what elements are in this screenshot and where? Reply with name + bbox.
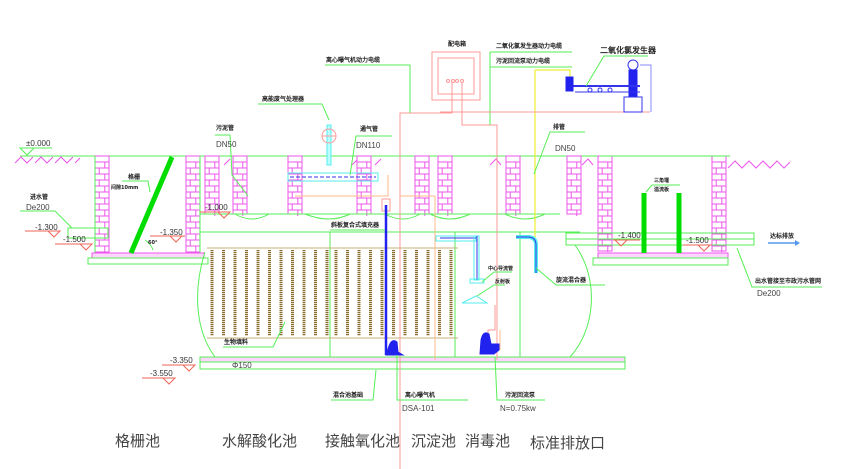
sludge-pump-label: 污泥回流泵 xyxy=(505,391,536,399)
aerator-label: 离心曝气机 xyxy=(405,391,435,399)
foundation-note: 混合池基础 xyxy=(333,391,363,399)
stage-titles: 格栅池 水解酸化池 接触氧化池 沉淀池 消毒池 标准排放口 xyxy=(115,432,605,452)
sludge-pipe-right-size: DN50 xyxy=(555,144,576,153)
brick-wall xyxy=(566,155,582,216)
inlet-pipe: 进水管 De200 -1.300 -1.500 xyxy=(20,193,109,251)
exhaust-system: 高能废气处理器 污泥管 DN50 通气管 DN110 xyxy=(215,95,392,197)
grid-tank: 60° xyxy=(87,156,209,265)
control-box: 配电箱 离心曝气机动力电缆 二氧化氯发生器动力电缆 污泥回流泵动力电缆 xyxy=(295,40,650,469)
chlorine-dioxide-generator: 二氧化氯发生器 xyxy=(565,45,657,113)
exhaust-treatment-label: 高能废气处理器 xyxy=(262,95,305,103)
stage-sedimentation: 沉淀池 xyxy=(411,432,456,450)
stage-hydrolysis: 水解酸化池 xyxy=(222,432,297,450)
outlet-tank: 三角堰 溢流板 -1.400 -1.500 xyxy=(565,155,755,266)
sludge-pipe-right-label: 排管 xyxy=(553,123,565,131)
elevation-foundation: -3.550 xyxy=(150,369,173,378)
grid-label: 格栅 xyxy=(128,173,140,181)
elevation-inlet-top: -1.300 xyxy=(35,223,58,232)
discharge: 达标排放 出水管接至市政污水管网 De200 xyxy=(736,232,822,298)
stage-grid: 格栅池 xyxy=(115,432,160,450)
inlet-pipe-label: 进水管 xyxy=(30,193,48,201)
chlorine-generator-label: 二氧化氯发生器 xyxy=(600,45,657,55)
elevation-inlet-bottom: -1.500 xyxy=(63,235,86,244)
brick-wall xyxy=(94,155,110,258)
soil-hatching xyxy=(14,156,791,169)
vent-pipe-label: 通气管 xyxy=(360,125,378,133)
elevation-outlet-right: -1.500 xyxy=(686,236,709,245)
chlorine-gen-cable-label: 二氧化氯发生器动力电缆 xyxy=(496,42,562,50)
sedimentation-device-label: 斜板复合式填充器 xyxy=(330,221,380,229)
center-pipe-label: 中心导流管 xyxy=(488,265,513,272)
outlet-pipe-label: 出水管接至市政污水管网 xyxy=(755,277,821,285)
grid-spacing-label: 间隙10mm xyxy=(111,184,138,191)
brick-wall xyxy=(414,155,430,216)
settling-internals: 中心导流管 反射板 旋流混合器 xyxy=(435,235,605,304)
elevation-hydrolysis: -1.000 xyxy=(200,203,232,219)
control-box-label: 配电箱 xyxy=(448,40,466,48)
inlet-pipe-size: De200 xyxy=(26,203,50,212)
brick-wall xyxy=(597,155,613,252)
vent-pipe-size: DN110 xyxy=(356,141,381,150)
bio-media xyxy=(210,250,453,336)
elevation-ground: ±0.000 xyxy=(26,139,51,148)
grid-labels: 格栅 间隙10mm -1.350 xyxy=(111,173,185,243)
sedimentation-device: 斜板复合式填充器 xyxy=(330,221,385,231)
bio-media-size: Φ150 xyxy=(232,361,252,370)
blower-cable-label: 离心曝气机动力电缆 xyxy=(326,56,380,64)
elevation-tank-bottom: -3.350 xyxy=(170,356,193,365)
aerator-model: DSA-101 xyxy=(402,404,435,413)
discharge-label: 达标排放 xyxy=(770,232,795,240)
stage-contact-oxidation: 接触氧化池 xyxy=(325,432,400,450)
sludge-pipe-left-size: DN50 xyxy=(216,140,237,149)
sludge-pump-cable-label: 污泥回流泵动力电缆 xyxy=(496,57,550,65)
svg-text:60°: 60° xyxy=(148,240,158,246)
sludge-pipe-left-label: 污泥管 xyxy=(216,124,234,132)
sludge-pump: 污泥回流泵 N=0.75kw xyxy=(479,305,545,413)
weir-plate-label: 溢流板 xyxy=(654,186,670,193)
brick-wall xyxy=(711,155,727,252)
triangle-weir-label: 三角堰 xyxy=(654,177,669,184)
stage-outlet: 标准排放口 xyxy=(530,434,605,452)
brick-wall xyxy=(437,155,453,216)
stage-disinfection: 消毒池 xyxy=(465,432,510,450)
elevation-grid-bottom: -1.350 xyxy=(160,228,183,237)
elevation-outlet-left: -1.400 xyxy=(618,231,641,240)
bottom-annotations: 生物填料 Φ150 -3.350 -3.550 混合池基础 xyxy=(142,321,377,401)
outlet-pipe-size: De200 xyxy=(757,289,781,298)
brick-wall xyxy=(185,155,201,258)
aerator: 离心曝气机 DSA-101 xyxy=(381,198,468,413)
brick-wall xyxy=(505,155,521,216)
cyclone-mixer-label: 旋流混合器 xyxy=(555,276,587,284)
brick-wall xyxy=(356,155,372,216)
sludge-pipe-right: 排管 DN50 xyxy=(533,123,585,175)
brick-wall xyxy=(287,155,303,216)
grid-screen xyxy=(128,156,175,254)
main-tank xyxy=(197,213,626,370)
brick-walls xyxy=(94,155,727,258)
sludge-pump-power: N=0.75kw xyxy=(500,404,536,413)
elevation-hydrolysis-top: -1.000 xyxy=(205,203,228,212)
bio-media-label: 生物填料 xyxy=(224,338,248,346)
reflector-label: 反射板 xyxy=(495,278,511,285)
